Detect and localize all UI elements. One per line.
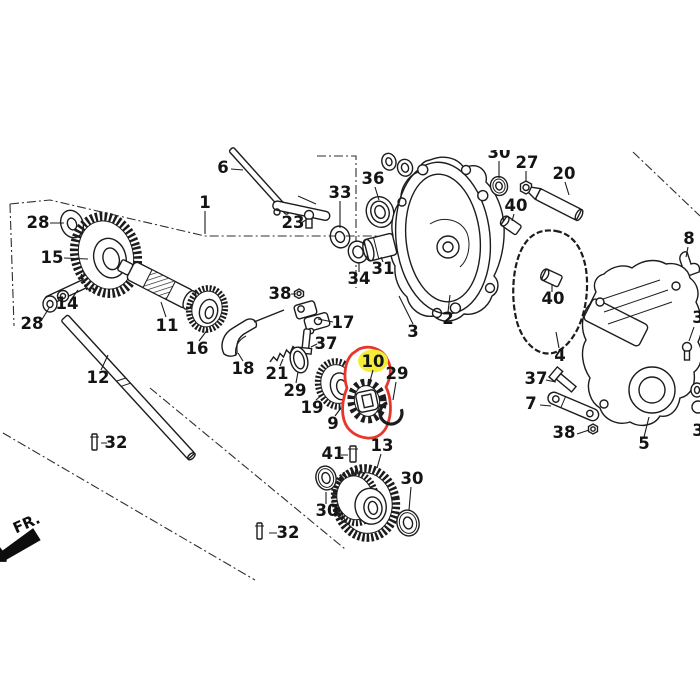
callout-13: 13 (371, 436, 394, 455)
part-32-pin-left (90, 433, 99, 451)
callout-38-left: 38 (269, 284, 292, 303)
callout-20: 20 (553, 164, 576, 183)
callout-40-b: 40 (542, 289, 565, 308)
part-13-gear (330, 464, 401, 542)
callout-41: 41 (322, 444, 345, 463)
part-5-rear-cover (581, 259, 700, 427)
highlight-part-10[interactable] (341, 345, 392, 440)
leader-lines (40, 161, 695, 534)
part-16-bearing (185, 285, 229, 333)
callout-10-highlighted: 10 (362, 352, 385, 371)
callout-32-right: 32 (277, 523, 300, 542)
small-seal-rings (381, 152, 414, 177)
callout-16: 16 (186, 339, 209, 358)
callout-5: 5 (638, 434, 649, 453)
callout-21: 21 (266, 364, 289, 383)
part-7-lever (547, 391, 600, 422)
callout-40-a: 40 (505, 196, 528, 215)
highlight-label-background (358, 349, 388, 373)
part-38-nut-left (293, 288, 305, 300)
part-38-nut-right (587, 423, 599, 435)
callout-7: 7 (525, 394, 536, 413)
callout-2: 2 (442, 309, 453, 328)
callout-3: 3 (407, 322, 418, 341)
callout-29-right: 29 (386, 364, 409, 383)
callout-38-right: 38 (553, 423, 576, 442)
callout-12: 12 (87, 368, 110, 387)
part-23-bolt (303, 209, 315, 229)
right-edge-parts (681, 341, 700, 414)
part-30-ring-lower-left (315, 465, 337, 491)
part-27-nut (519, 180, 533, 195)
callout-14: 14 (56, 294, 79, 313)
callout-11: 11 (156, 316, 179, 335)
part-30-ring-lower-right (396, 509, 420, 537)
part-4-o-ring (512, 229, 589, 355)
callout-3-clipped-lower: 3 (692, 421, 700, 440)
callout-17: 17 (332, 313, 355, 332)
callout-8: 8 (683, 229, 694, 248)
callout-34: 34 (348, 269, 371, 288)
construction-lines (2, 151, 700, 581)
callout-23: 23 (282, 213, 305, 232)
callout-27: 27 (516, 153, 539, 172)
part-18-shift-fork (221, 309, 285, 357)
callout-29-left: 29 (284, 381, 307, 400)
callout-32-left: 32 (105, 433, 128, 452)
callout-6: 6 (217, 158, 228, 177)
parts-artwork (42, 147, 700, 542)
callout-30-lower-right: 30 (401, 469, 424, 488)
callout-28-upper: 28 (27, 213, 50, 232)
part-30-bearing-top (489, 175, 509, 197)
callout-3-clipped-upper: 3 (692, 308, 700, 327)
part-12-shaft (61, 314, 196, 461)
part-41-pin (348, 445, 358, 463)
part-6-rod (228, 147, 331, 222)
callout-18: 18 (232, 359, 255, 378)
part-17-bracket (293, 300, 331, 335)
callout-31: 31 (372, 259, 395, 278)
part-40-bushing-a (499, 215, 522, 236)
clip-mask-top-edge (483, 138, 515, 150)
callout-37-middle: 37 (315, 334, 338, 353)
part-31-bushing (362, 232, 398, 262)
part-36-bearing (365, 196, 395, 228)
part-20-pin (527, 186, 584, 222)
callout-15: 15 (41, 248, 64, 267)
callout-28-lower: 28 (21, 314, 44, 333)
part-33-ring (329, 225, 351, 249)
fr-label: FR. (10, 510, 43, 538)
callout-4: 4 (554, 346, 565, 365)
part-29-ring-left (289, 346, 309, 374)
fr-direction-arrow: FR. (0, 510, 43, 562)
part-10-sprocket (347, 378, 387, 424)
cover-center-hub (429, 218, 470, 268)
part-21-spring (269, 345, 296, 363)
callout-labels: 28 15 14 28 11 16 12 32 18 21 38 17 37 2… (21, 138, 700, 542)
callout-33: 33 (329, 183, 352, 202)
callout-19: 19 (301, 398, 324, 417)
callout-36: 36 (362, 169, 385, 188)
part-32-pin-right (255, 522, 264, 540)
callout-1: 1 (199, 193, 210, 212)
part-40-bushing-b (539, 268, 563, 288)
callout-9: 9 (327, 414, 338, 433)
fr-arrow-icon (0, 528, 41, 562)
callout-30-lower-left: 30 (316, 501, 339, 520)
part-37-bolt-right (547, 365, 578, 393)
part-29-snap-ring (378, 401, 404, 426)
callout-37-right: 37 (525, 369, 548, 388)
